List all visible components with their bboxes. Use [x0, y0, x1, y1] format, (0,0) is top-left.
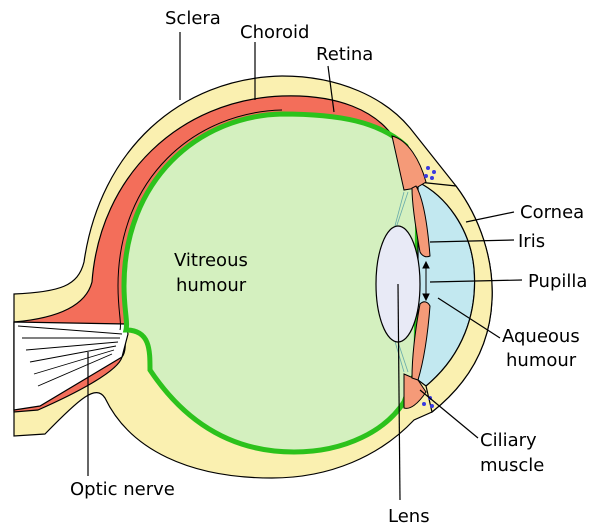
label-aqueous-line1: Aqueous	[502, 326, 580, 347]
label-pupilla: Pupilla	[528, 271, 587, 292]
label-iris: Iris	[518, 231, 545, 252]
label-vitreous-line2: humour	[176, 275, 247, 296]
label-aqueous-line2: humour	[506, 350, 577, 371]
label-ciliary-line1: Ciliary	[480, 430, 537, 451]
label-lens: Lens	[388, 506, 430, 527]
label-optic-nerve: Optic nerve	[70, 479, 175, 500]
label-cornea: Cornea	[520, 202, 584, 223]
label-ciliary-line2: muscle	[480, 455, 544, 476]
label-vitreous-line1: Vitreous	[174, 250, 248, 271]
label-choroid: Choroid	[240, 22, 309, 43]
label-retina: Retina	[316, 44, 373, 65]
label-sclera: Sclera	[165, 8, 221, 29]
